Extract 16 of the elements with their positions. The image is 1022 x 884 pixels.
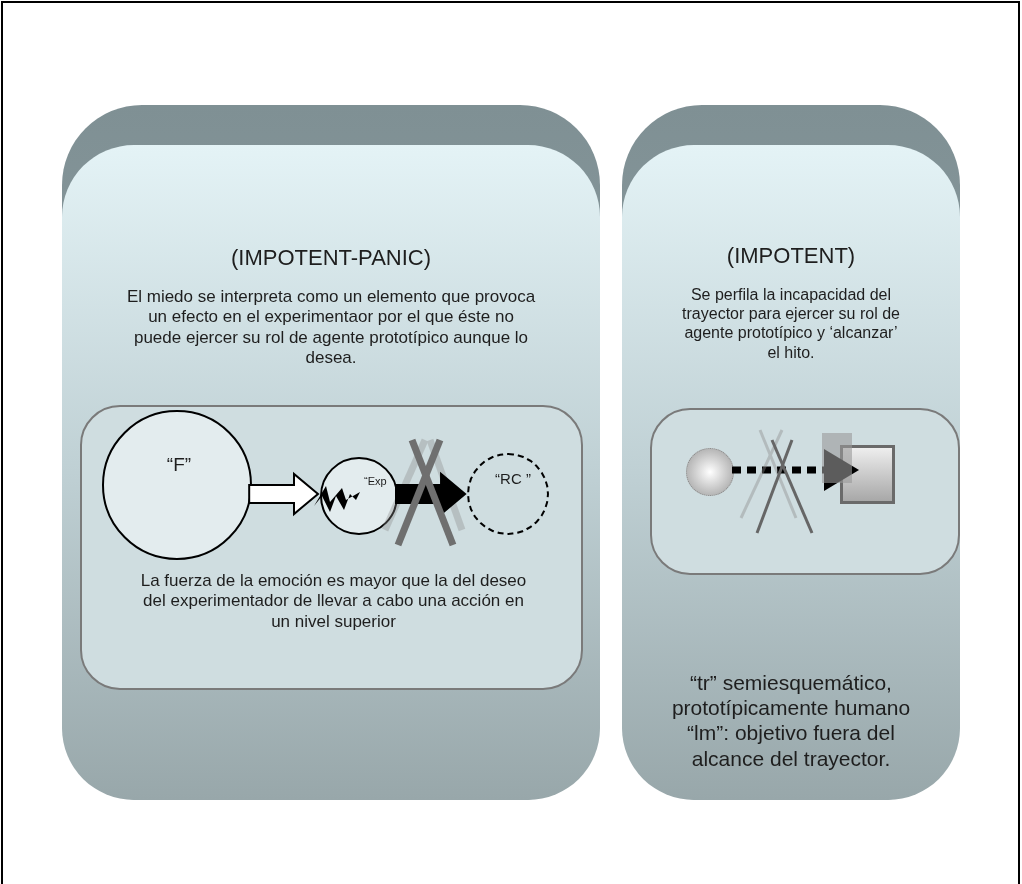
inner-panel [80,405,583,690]
panel-text: La fuerza de la emoción es mayor que la del deseo del experimentador de llevar a cabo una acción en un nivel superior [139,571,528,633]
dashed-arrow [732,449,859,491]
card [622,105,960,800]
card-title: (IMPOTENT) [725,243,857,270]
block-arrow [248,471,320,517]
circle-label: “Exp [364,475,388,489]
circle-label: “RC ” [494,470,532,488]
square [840,445,895,504]
card-text: Se perfila la incapacidad del trayector para ejercer su rol de agente prototípico y ‘alcanzar’ el hito. [681,285,901,362]
card-text: El miedo se interpreta como un elemento que provoca un efecto en el experimentaor por el que éste no puede ejercer su rol de agente prototípico aunque lo desea. [126,287,536,369]
inner-panel [650,408,960,575]
card-title: (IMPOTENT-PANIC) [230,245,432,272]
card [62,105,600,800]
card-text: “tr” semiesquemático, prototípicamente humano “lm”: objetivo fuera del alcance del trayector. [670,670,912,771]
circle-label: “F” [165,454,193,477]
